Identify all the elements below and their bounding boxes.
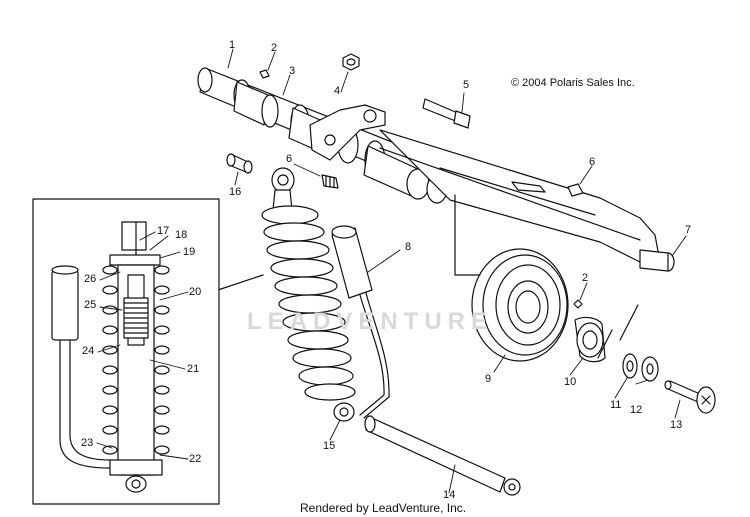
leader-lines xyxy=(96,48,687,494)
callout-25: 25 xyxy=(84,299,97,311)
footer-credit: Rendered by LeadVenture, Inc. xyxy=(300,501,467,515)
spacer-10 xyxy=(573,299,606,363)
callout-22: 22 xyxy=(189,453,202,465)
copyright-notice: © 2004 Polaris Sales Inc. xyxy=(511,77,635,89)
rear-arm-14 xyxy=(364,415,521,496)
callout-14: 14 xyxy=(443,489,456,501)
callout-18: 18 xyxy=(175,229,188,241)
callout-24: 24 xyxy=(82,345,95,357)
callout-12: 12 xyxy=(630,404,643,416)
watermark-text: LEADVENTURE xyxy=(247,308,494,335)
callout-16: 16 xyxy=(229,186,242,198)
callout-13: 13 xyxy=(670,419,683,431)
callout-26: 26 xyxy=(84,273,97,285)
callout-3: 3 xyxy=(289,65,296,77)
callout-20: 20 xyxy=(189,286,202,298)
fitting-6b xyxy=(567,183,584,197)
rail-arm xyxy=(379,129,675,272)
callout-1: 1 xyxy=(229,39,236,51)
fitting-6a xyxy=(321,174,339,189)
callout-5: 5 xyxy=(463,79,470,91)
callout-6: 6 xyxy=(286,153,293,165)
bushing-16 xyxy=(226,153,253,174)
callout-9: 9 xyxy=(485,373,492,385)
shock-absorber xyxy=(261,167,390,422)
callout-11: 11 xyxy=(610,399,622,411)
callout-15: 15 xyxy=(323,440,336,452)
washer-12 xyxy=(641,356,659,382)
pivot-bracket xyxy=(309,104,386,161)
callout-21: 21 xyxy=(187,363,200,375)
callout-2: 2 xyxy=(271,42,278,54)
inset-cutaway xyxy=(32,198,220,505)
idler-wheel-9 xyxy=(454,194,569,362)
callout-2: 2 xyxy=(582,272,589,284)
callout-19: 19 xyxy=(183,246,196,258)
callout-23: 23 xyxy=(81,437,94,449)
fitting-2 xyxy=(259,69,270,79)
callout-17: 17 xyxy=(157,225,170,237)
nut-4 xyxy=(342,53,360,71)
bolt-13 xyxy=(664,380,716,414)
callout-10: 10 xyxy=(564,376,577,388)
callout-6: 6 xyxy=(589,156,596,168)
callout-7: 7 xyxy=(685,224,692,236)
washer-11 xyxy=(622,353,638,379)
bolt-5 xyxy=(422,98,471,129)
callout-8: 8 xyxy=(405,241,412,253)
callout-4: 4 xyxy=(334,85,341,97)
